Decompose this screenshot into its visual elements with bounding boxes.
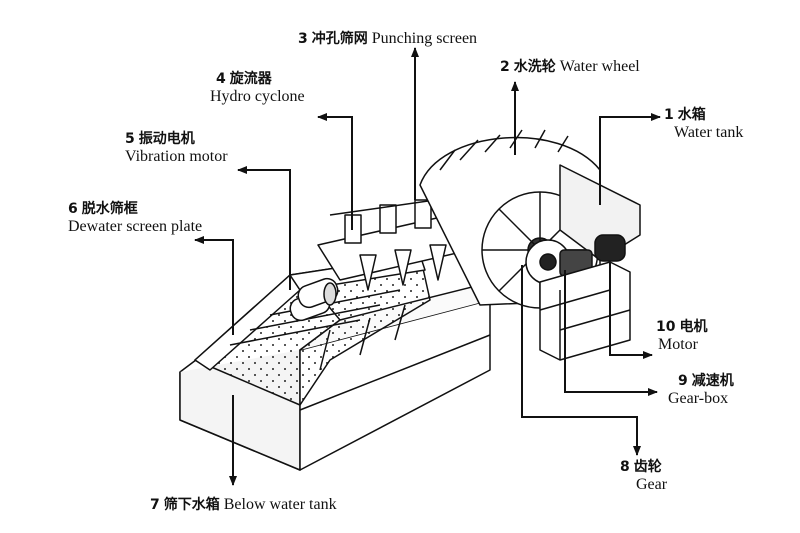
label-gear: 8 齿轮 Gear [620,459,668,493]
leader-dewater-screen [194,236,234,335]
leader-gearbox [564,270,658,396]
label-below-water-tank: 7 筛下水箱 Below water tank [150,496,337,513]
hydro-cyclone-shape [317,194,471,291]
leader-lines [194,47,661,486]
machine-drawing [179,129,641,471]
label-gear-box: 9 减速机 Gear-box [668,373,734,407]
label-vibration-motor: 5 振动电机 Vibration motor [125,131,228,165]
leader-gear [521,265,641,456]
leader-water-tank [599,113,661,205]
label-punching-screen: 3 冲孔筛网 Punching screen [298,30,478,47]
vibration-motor-shape [289,277,339,322]
label-dewater-screen-plate: 6 脱水筛框 Dewater screen plate [68,201,203,235]
leader-motor [609,262,653,359]
leader-hydro-cyclone [317,113,353,230]
motor-shape [594,234,626,262]
label-water-tank: 1 水箱 Water tank [664,107,744,141]
label-hydro-cyclone: 4 旋流器 Hydro cyclone [210,71,305,105]
label-water-wheel: 2 水洗轮 Water wheel [500,58,640,75]
label-motor: 10 电机 Motor [656,319,708,353]
leader-vibration-motor [237,166,291,290]
